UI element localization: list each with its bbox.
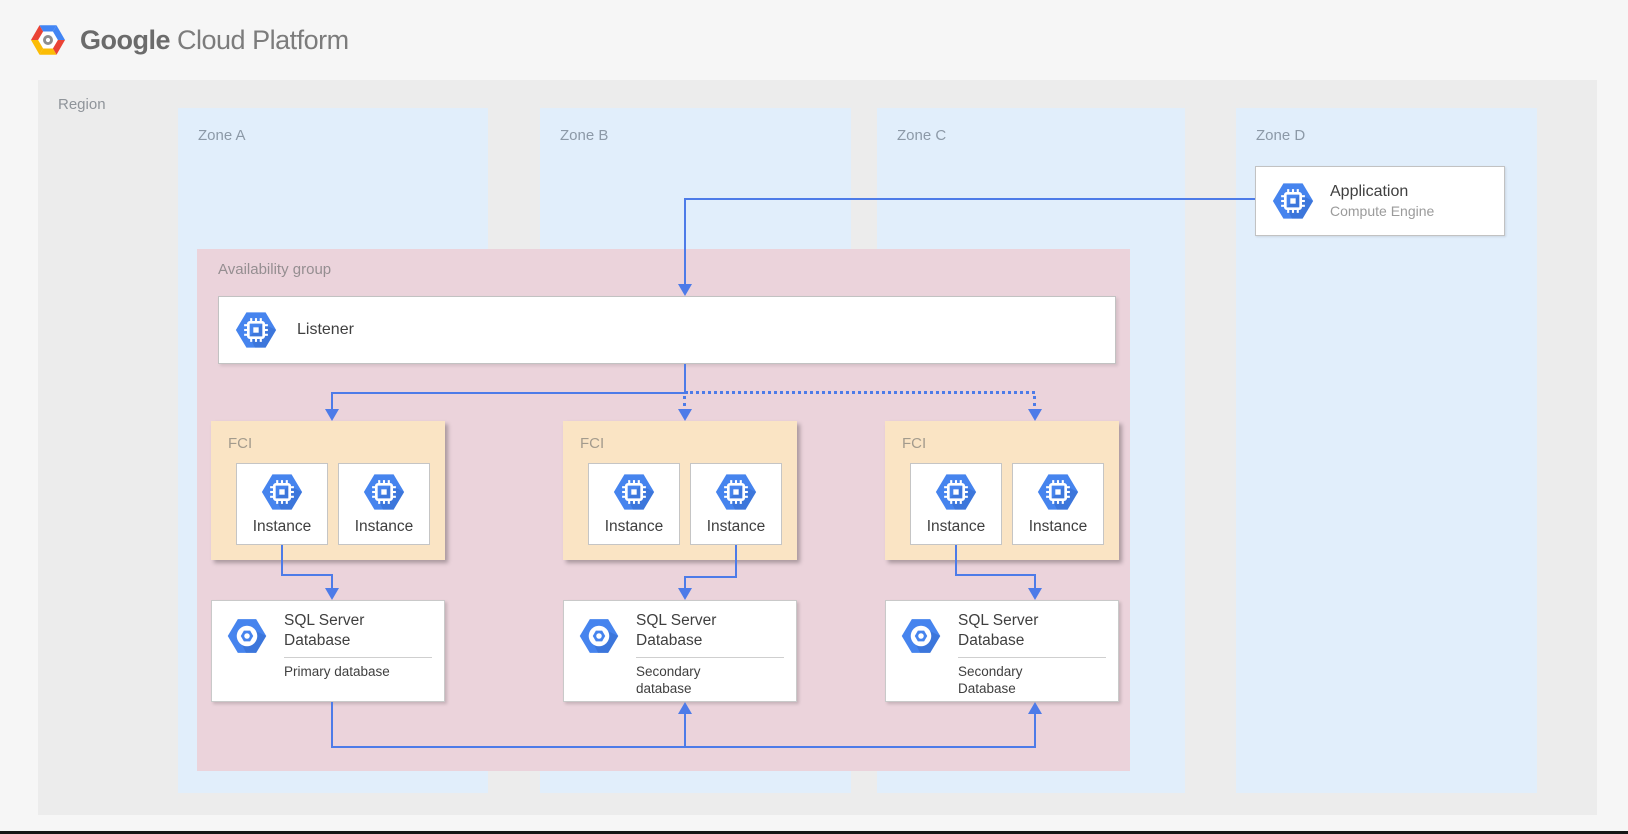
compute-engine-icon <box>233 307 279 353</box>
arrowhead <box>678 588 692 600</box>
compute-engine-icon <box>1035 469 1081 515</box>
cloud-sql-icon <box>899 614 943 658</box>
fci-1-label: FCI <box>228 435 253 452</box>
compute-engine-icon <box>713 469 759 515</box>
sql-database-secondary-1: SQL Server Database Secondary database <box>563 600 797 702</box>
arrowhead <box>1028 409 1042 421</box>
region-label: Region <box>58 96 106 113</box>
connector-fci3-to-sql3 <box>1034 574 1036 588</box>
availability-group-label: Availability group <box>218 261 332 278</box>
connector-fci2-to-sql2 <box>685 576 737 578</box>
connector-primary-replication <box>331 746 1036 748</box>
brand-google: Google <box>80 24 171 55</box>
connector-to-fci-1 <box>331 392 333 409</box>
connector-replication-to-sql3 <box>1034 714 1036 748</box>
instance-label: Instance <box>926 518 986 535</box>
arrowhead <box>325 588 339 600</box>
sql-title: SQL Server Database <box>284 612 365 650</box>
connector-replication-to-sql2 <box>684 714 686 748</box>
compute-engine-icon <box>361 469 407 515</box>
instance-label: Instance <box>354 518 414 535</box>
application-node: Application Compute Engine <box>1255 166 1505 236</box>
sql-database-secondary-2: SQL Server Database Secondary Database <box>885 600 1119 702</box>
compute-engine-icon <box>259 469 305 515</box>
fci-3-instance-2: Instance <box>1012 463 1104 545</box>
arrowhead <box>1028 702 1042 714</box>
application-subtitle: Compute Engine <box>1330 203 1435 219</box>
fci-group-3: FCI Instance Instance <box>885 421 1119 560</box>
window-bottom-edge <box>0 831 1628 834</box>
connector-fci3-to-sql3 <box>955 574 1036 576</box>
arrowhead <box>678 702 692 714</box>
arrowhead <box>325 409 339 421</box>
zone-a-label: Zone A <box>198 127 246 144</box>
divider <box>284 656 432 658</box>
connector-fci1-to-sql1 <box>281 545 283 576</box>
listener-node: Listener <box>218 296 1116 364</box>
zone-c-label: Zone C <box>897 127 947 144</box>
arrowhead <box>678 284 692 296</box>
connector-fci1-to-sql1 <box>331 574 333 588</box>
connector-app-to-listener <box>685 198 1255 200</box>
divider <box>636 656 784 658</box>
compute-engine-icon <box>1270 178 1316 224</box>
listener-label: Listener <box>297 321 354 338</box>
fci-2-instance-1: Instance <box>588 463 680 545</box>
gcp-logo-lockup: Google Cloud Platform <box>28 20 349 60</box>
arrowhead <box>678 409 692 421</box>
arrowhead <box>1028 588 1042 600</box>
gcp-logo-icon <box>28 20 68 60</box>
application-title: Application <box>1330 183 1409 200</box>
connector-fci1-to-sql1 <box>281 574 333 576</box>
connector-to-fci-2 <box>683 396 686 406</box>
connector-fci2-to-sql2 <box>684 576 686 588</box>
sql-role: Primary database <box>284 663 390 679</box>
sql-role: Secondary Database <box>958 663 1023 696</box>
instance-label: Instance <box>252 518 312 535</box>
cloud-sql-icon <box>225 614 269 658</box>
connector-fci2-to-sql2 <box>735 545 737 578</box>
fci-group-1: FCI Instance Instance <box>211 421 445 560</box>
connector-to-fci-3-dotted <box>1033 396 1036 406</box>
brand-cloud-platform: Cloud Platform <box>177 24 349 55</box>
sql-title: SQL Server Database <box>636 612 717 650</box>
instance-label: Instance <box>604 518 664 535</box>
connector-primary-replication <box>331 702 333 748</box>
instance-label: Instance <box>706 518 766 535</box>
connector-app-to-listener <box>684 198 686 284</box>
fci-3-label: FCI <box>902 435 927 452</box>
sql-title: SQL Server Database <box>958 612 1039 650</box>
cloud-sql-icon <box>577 614 621 658</box>
sql-role: Secondary database <box>636 663 701 696</box>
fci-group-2: FCI Instance Instance <box>563 421 797 560</box>
sql-database-primary: SQL Server Database Primary database <box>211 600 445 702</box>
fci-2-label: FCI <box>580 435 605 452</box>
connector-fci3-to-sql3 <box>955 545 957 576</box>
divider <box>958 656 1106 658</box>
instance-label: Instance <box>1028 518 1088 535</box>
brand-wordmark: Google Cloud Platform <box>80 25 349 56</box>
connector-listener-down <box>684 364 686 393</box>
zone-b-label: Zone B <box>560 127 609 144</box>
fci-1-instance-1: Instance <box>236 463 328 545</box>
fci-3-instance-1: Instance <box>910 463 1002 545</box>
compute-engine-icon <box>933 469 979 515</box>
fci-2-instance-2: Instance <box>690 463 782 545</box>
connector-to-fci-1 <box>332 392 685 394</box>
fci-1-instance-2: Instance <box>338 463 430 545</box>
compute-engine-icon <box>611 469 657 515</box>
connector-to-fci-3-dotted <box>685 391 1035 394</box>
zone-d-label: Zone D <box>1256 127 1306 144</box>
